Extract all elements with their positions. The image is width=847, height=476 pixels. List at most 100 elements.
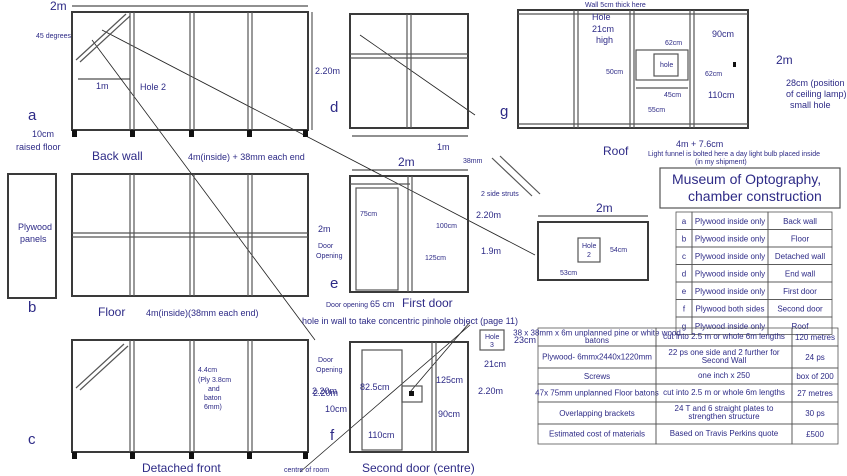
diagonal-brace xyxy=(79,15,131,63)
side-struts: 2 side struts xyxy=(481,191,519,198)
first-door-title: First door xyxy=(402,296,453,310)
raised-floor-2: raised floor xyxy=(16,142,61,152)
legend-text: Plywood inside only xyxy=(695,322,765,331)
f-height-left: 2.20m xyxy=(313,388,338,398)
f-door-label-1: Door xyxy=(318,357,334,364)
roof-inner-hole xyxy=(653,53,679,77)
ply-note-1: (Ply 3.8cm xyxy=(198,377,231,384)
panel-e-letter: e xyxy=(330,275,338,292)
lamp-note-2: of ceiling lamp) xyxy=(786,89,847,99)
legend-text: Back wall xyxy=(783,217,817,226)
roof-height: 2m xyxy=(776,53,793,67)
span-label: 1m xyxy=(96,81,109,91)
d65: 65 cm xyxy=(370,299,395,309)
panel-back-wall: 2m 45 degrees 1m Hole 2 2.20m a 10cm rai… xyxy=(16,0,340,163)
pinhole xyxy=(409,391,414,396)
floor-post xyxy=(130,130,135,137)
ply-note-2: and xyxy=(208,386,220,393)
d825: 82.5cm xyxy=(360,382,390,392)
funnel-note-1: Light funnel is bolted here a day light … xyxy=(648,151,820,158)
panel-detached-front: 4.4cm (Ply 3.8cm and baton 6mm) 2.20m c … xyxy=(28,339,337,475)
legend-text: e xyxy=(682,287,687,296)
back-wall-title: Back wall xyxy=(92,149,143,163)
materials-text: Overlapping brackets xyxy=(559,409,635,418)
legend-text: Plywood inside only xyxy=(695,234,765,243)
materials-text: one inch x 250 xyxy=(698,371,751,380)
panel-end-wall: d 1m xyxy=(330,13,469,152)
materials-text: 30 ps xyxy=(805,409,825,418)
d75: 75cm xyxy=(360,211,377,218)
first-door-height: 2.20m xyxy=(476,210,501,220)
leader-hole2-back xyxy=(91,39,316,341)
d45: 45cm xyxy=(664,92,681,99)
floor-title: Floor xyxy=(98,305,125,319)
materials-text: 24 T and 6 straight plates to xyxy=(675,404,774,413)
d62-top: 62cm xyxy=(665,40,682,47)
d62-side: 62cm xyxy=(705,71,722,78)
legend-text: First door xyxy=(783,287,817,296)
materials-text: cut into 2.5 m or whole 6m lengths xyxy=(663,388,785,397)
legend-text: Floor xyxy=(791,234,810,243)
hole2-label: Hole 2 xyxy=(140,82,166,92)
first-door-frame xyxy=(349,175,469,293)
panel-c-letter: c xyxy=(28,431,36,448)
d38mm: 38mm xyxy=(463,158,483,165)
floor-post xyxy=(189,130,194,137)
lamp-note-3: small hole xyxy=(790,100,831,110)
legend-text: c xyxy=(682,252,686,261)
plywood-panel-box xyxy=(7,173,57,299)
roof-hole-label: Hole xyxy=(592,12,611,22)
panel-f-letter: f xyxy=(330,427,335,444)
legend-text: Plywood inside only xyxy=(695,269,765,278)
museum-title-box xyxy=(659,167,841,209)
panel-b-letter: b xyxy=(28,299,36,316)
floor-post xyxy=(72,452,77,459)
lamp-hole xyxy=(733,62,736,67)
funnel-note-2: (in my shipment) xyxy=(695,159,747,166)
legend-text: Plywood both sides xyxy=(696,304,765,313)
hole2-text-2: 2 xyxy=(587,252,591,259)
d53: 53cm xyxy=(560,270,577,277)
side-strut xyxy=(499,155,541,195)
door-label-2: Opening xyxy=(316,253,343,260)
hole2-panel-frame xyxy=(537,221,649,281)
back-wall-top-dim: 2m xyxy=(50,0,67,13)
materials-text: batons xyxy=(585,336,609,345)
materials-text: 38 x 38mm x 6m unplanned pine or white w… xyxy=(513,328,681,337)
legend-text: a xyxy=(682,217,687,226)
d125: 125cm xyxy=(425,255,446,262)
materials-text: Based on Travis Perkins quote xyxy=(670,429,779,438)
f-height-right: 2.20m xyxy=(478,386,503,396)
materials-text: Screws xyxy=(584,372,610,381)
panel-second-door: hole in wall to take concentric pinhole … xyxy=(302,316,536,475)
roof-hole-size-2: high xyxy=(596,35,613,45)
materials-table: 38 x 38mm x 6m unplanned pine or white w… xyxy=(513,327,839,445)
leader-pinhole xyxy=(409,321,471,393)
hole2-panel-top: 2m xyxy=(596,201,613,215)
panel-a-letter: a xyxy=(28,107,37,124)
leader-centre-room xyxy=(299,324,471,473)
side-strut xyxy=(491,157,533,197)
museum-title-2: chamber construction xyxy=(688,188,822,204)
legend-text: End wall xyxy=(785,269,815,278)
hole3-text-1: Hole xyxy=(485,334,500,341)
leader-hole2-right xyxy=(101,29,536,256)
hole2-box xyxy=(577,237,601,263)
materials-text: Estimated cost of materials xyxy=(549,429,645,438)
d50: 50cm xyxy=(606,69,623,76)
floor-post xyxy=(72,130,77,137)
pinhole-note: hole in wall to take concentric pinhole … xyxy=(302,316,518,326)
leader-lines xyxy=(91,29,536,473)
roof-width: 4m + 7.6cm xyxy=(676,139,723,149)
roof-title: Roof xyxy=(603,144,629,158)
d55: 55cm xyxy=(648,107,665,114)
roof-hole-box xyxy=(635,49,689,81)
d54: 54cm xyxy=(610,247,627,254)
leader-d-g xyxy=(359,34,476,116)
raised-floor-1: 10cm xyxy=(32,129,54,139)
floor-post xyxy=(189,452,194,459)
floor-post xyxy=(247,130,252,137)
materials-text: Plywood- 6mmx2440x1220mm xyxy=(542,352,652,361)
legend-text: g xyxy=(682,322,686,331)
